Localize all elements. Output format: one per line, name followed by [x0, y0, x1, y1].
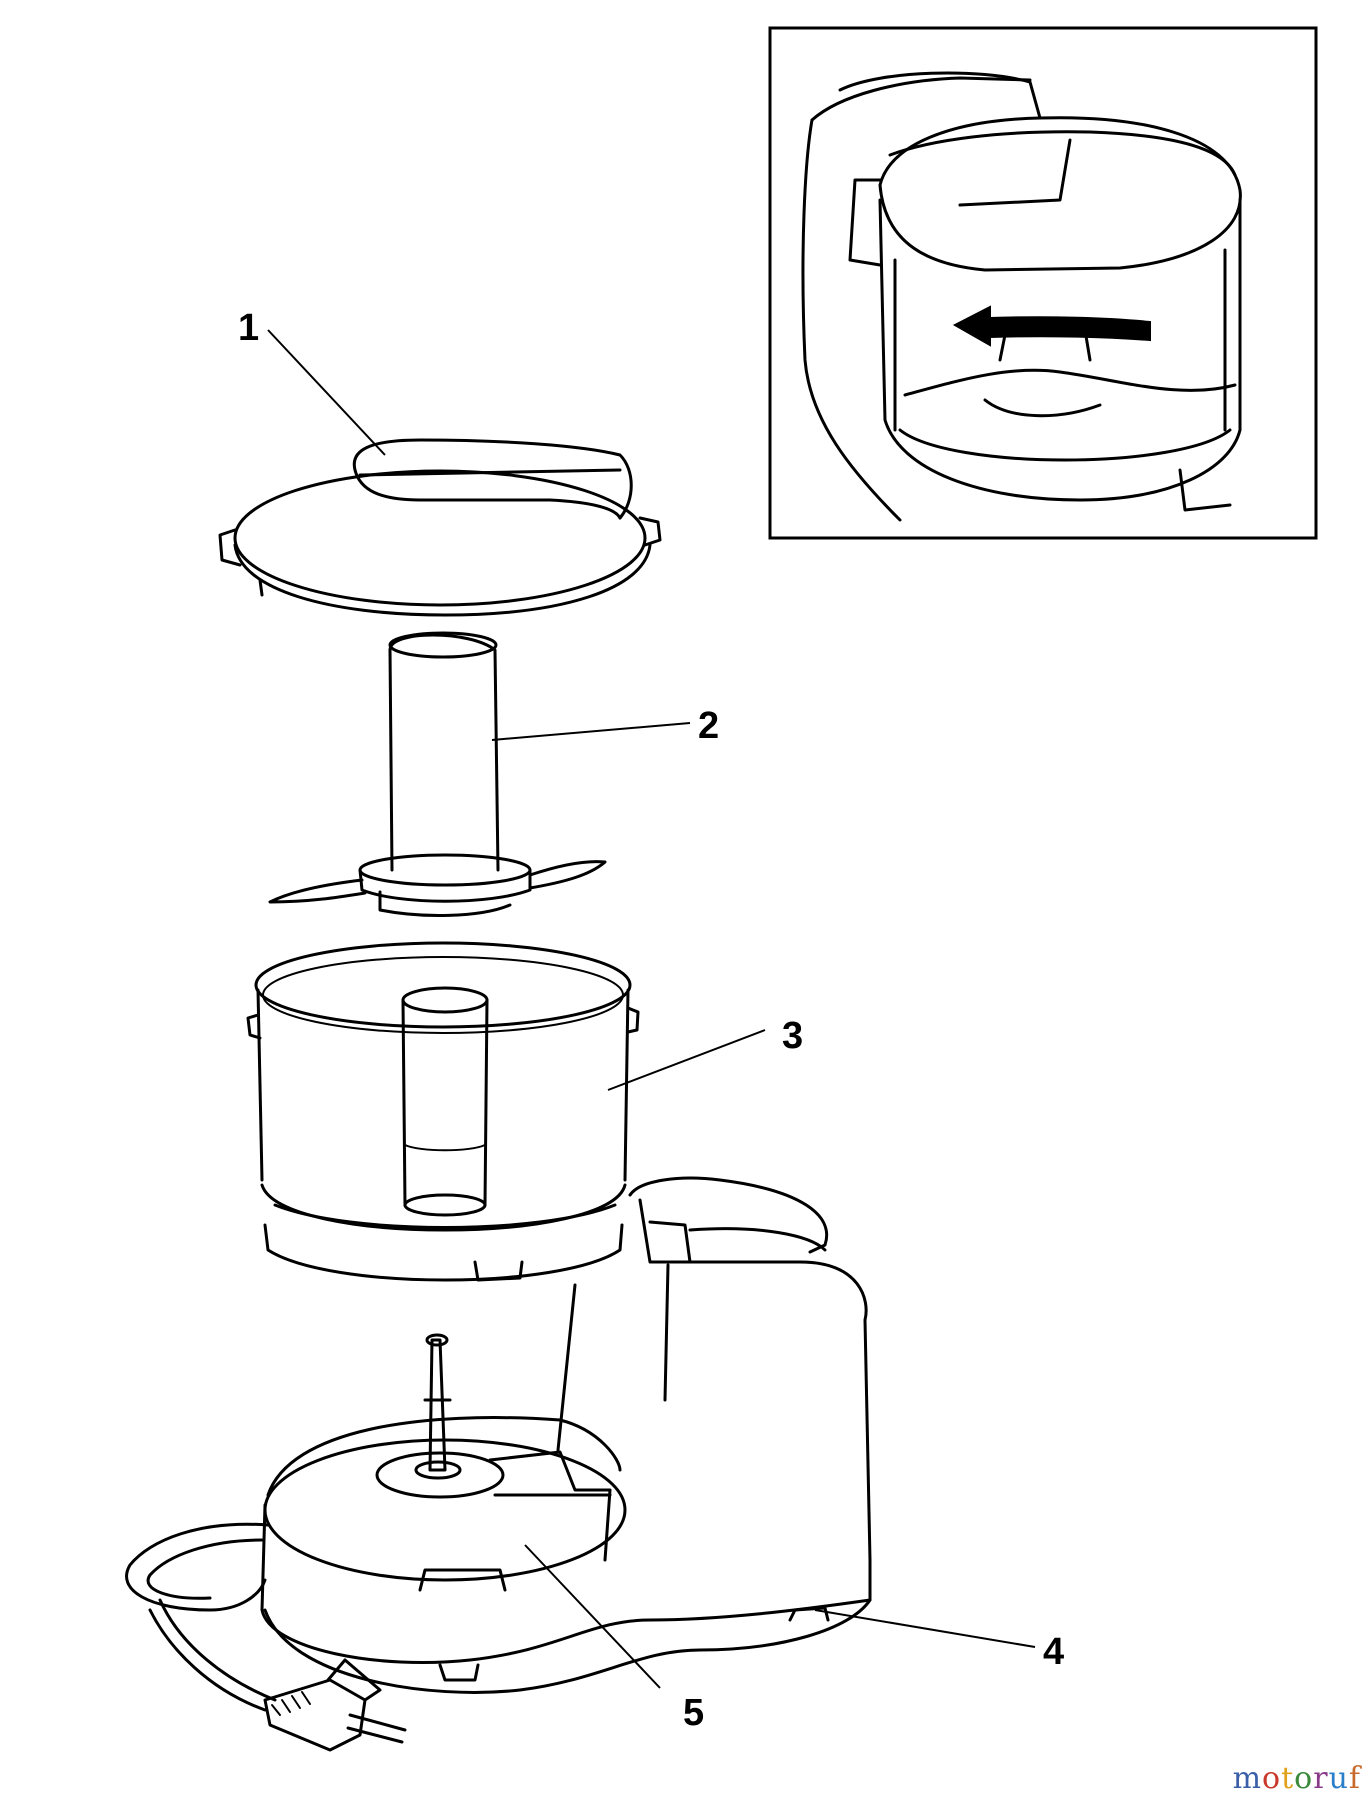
- inset-assembly-icon: [768, 26, 1318, 540]
- watermark-letter: o: [1262, 1761, 1282, 1796]
- leader-5: [524, 1544, 661, 1689]
- callout-3: 3: [782, 1015, 803, 1057]
- watermark-letter: m: [1232, 1761, 1263, 1796]
- leader-4: [814, 1609, 1036, 1648]
- leader-1: [267, 329, 386, 456]
- watermark-letter: o: [1294, 1761, 1314, 1796]
- watermark-letter: u: [1328, 1761, 1349, 1796]
- watermark-logo: motoruf: [1233, 1761, 1361, 1796]
- leader-lines: [267, 329, 1036, 1689]
- callout-2: 2: [698, 705, 719, 747]
- callout-1: 1: [238, 307, 259, 349]
- callout-5: 5: [683, 1692, 704, 1734]
- bowl-icon: [246, 941, 640, 1282]
- leader-2: [491, 722, 691, 741]
- watermark-letter: f: [1348, 1761, 1361, 1796]
- lid-icon: [218, 438, 662, 617]
- blade-icon: [268, 631, 607, 917]
- watermark-letter: r: [1313, 1761, 1329, 1796]
- base-unit-icon: [260, 1176, 872, 1694]
- callout-4: 4: [1043, 1631, 1064, 1673]
- watermark-letter: t: [1281, 1761, 1295, 1796]
- leader-3: [607, 1029, 766, 1091]
- power-cord-icon: [125, 1522, 407, 1752]
